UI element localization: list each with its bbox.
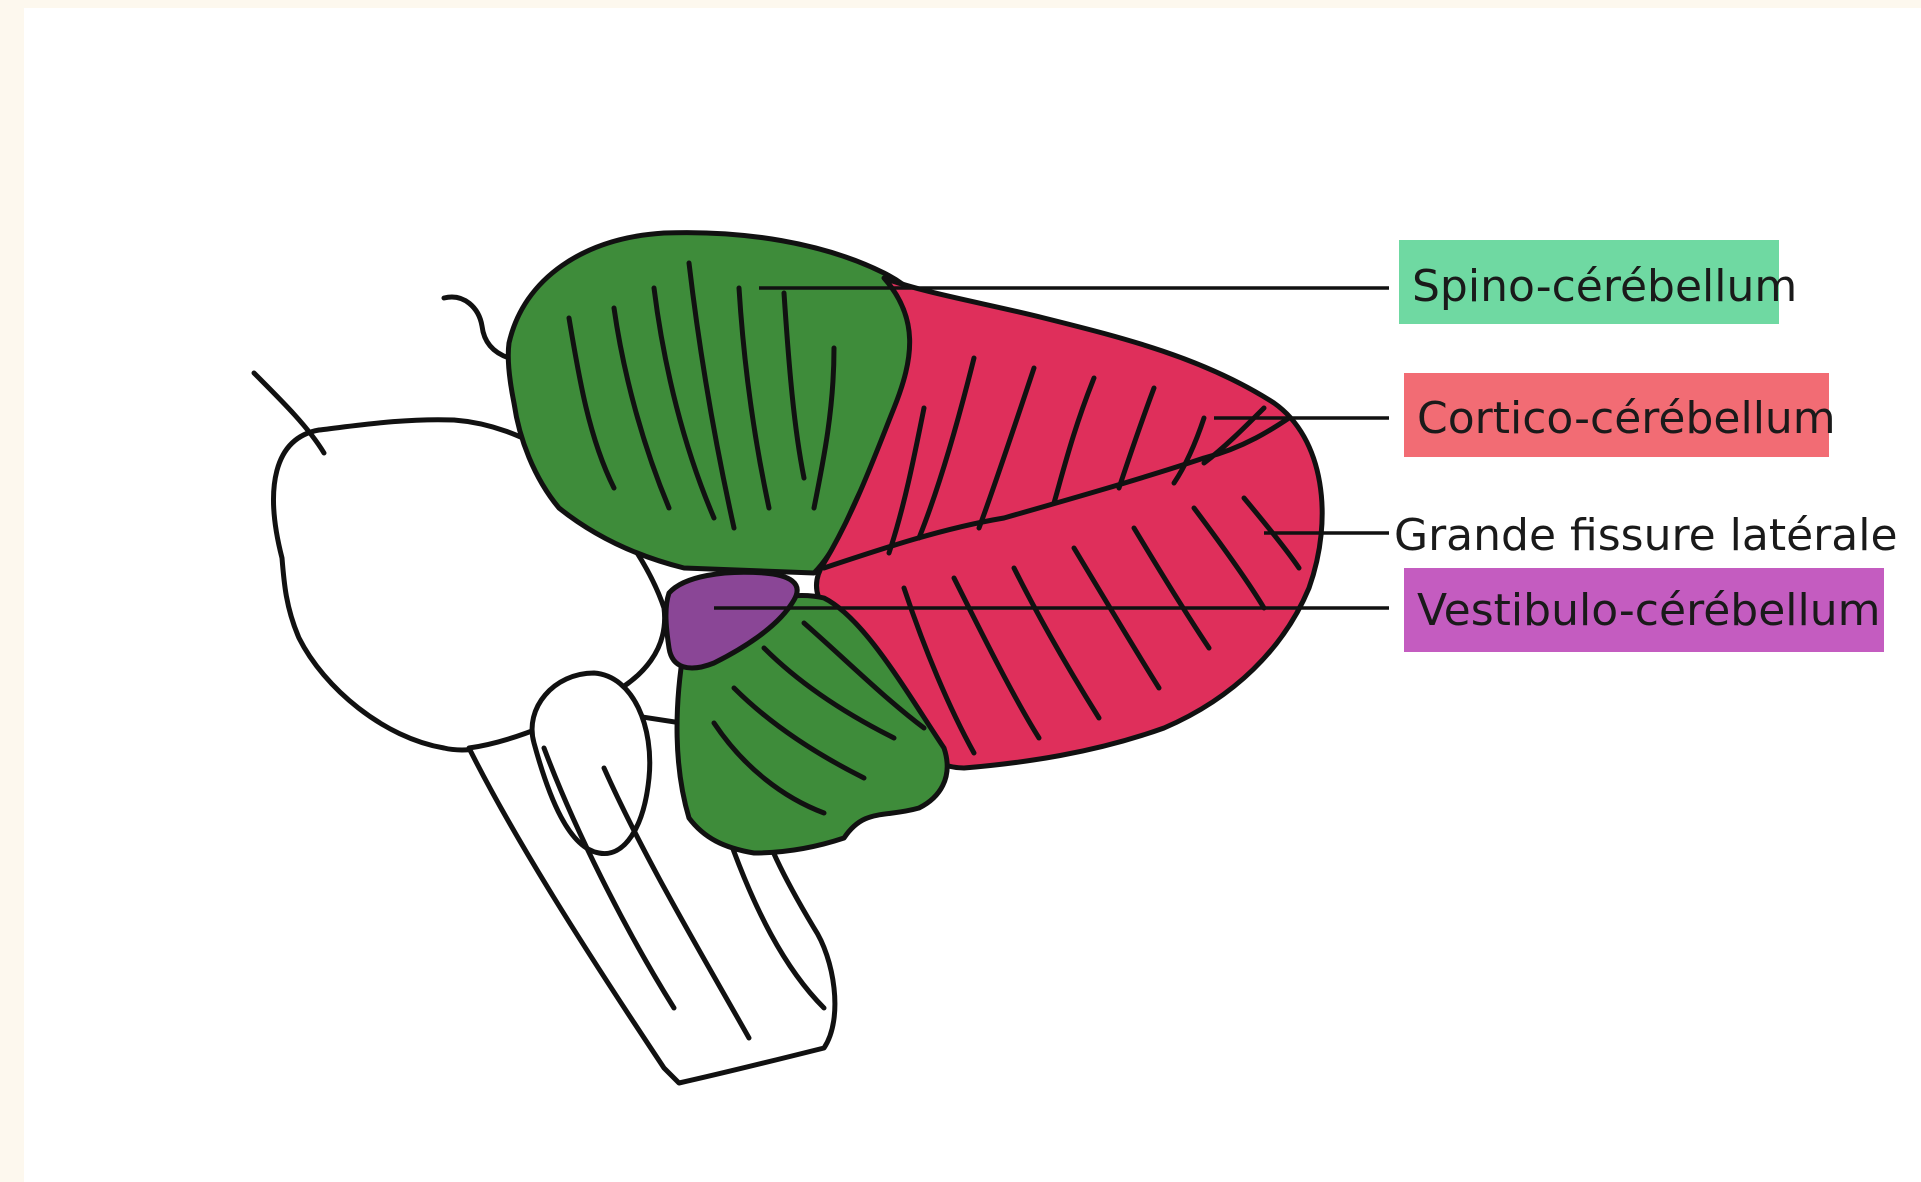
nerve-root xyxy=(444,297,509,358)
label-corticocerebellum: Cortico-cérébellum xyxy=(1417,393,1836,444)
label-great-lateral-fissure: Grande fissure latérale xyxy=(1394,510,1898,561)
brainstem-spine-stroke xyxy=(254,373,324,453)
cerebellum-svg: Spino-cérébellum Cortico-cérébellum Gran… xyxy=(24,8,1921,1182)
label-spinocerebellum: Spino-cérébellum xyxy=(1412,261,1797,312)
cerebellum-diagram: Spino-cérébellum Cortico-cérébellum Gran… xyxy=(24,8,1921,1182)
label-vestibulocerebellum: Vestibulo-cérébellum xyxy=(1417,585,1880,636)
